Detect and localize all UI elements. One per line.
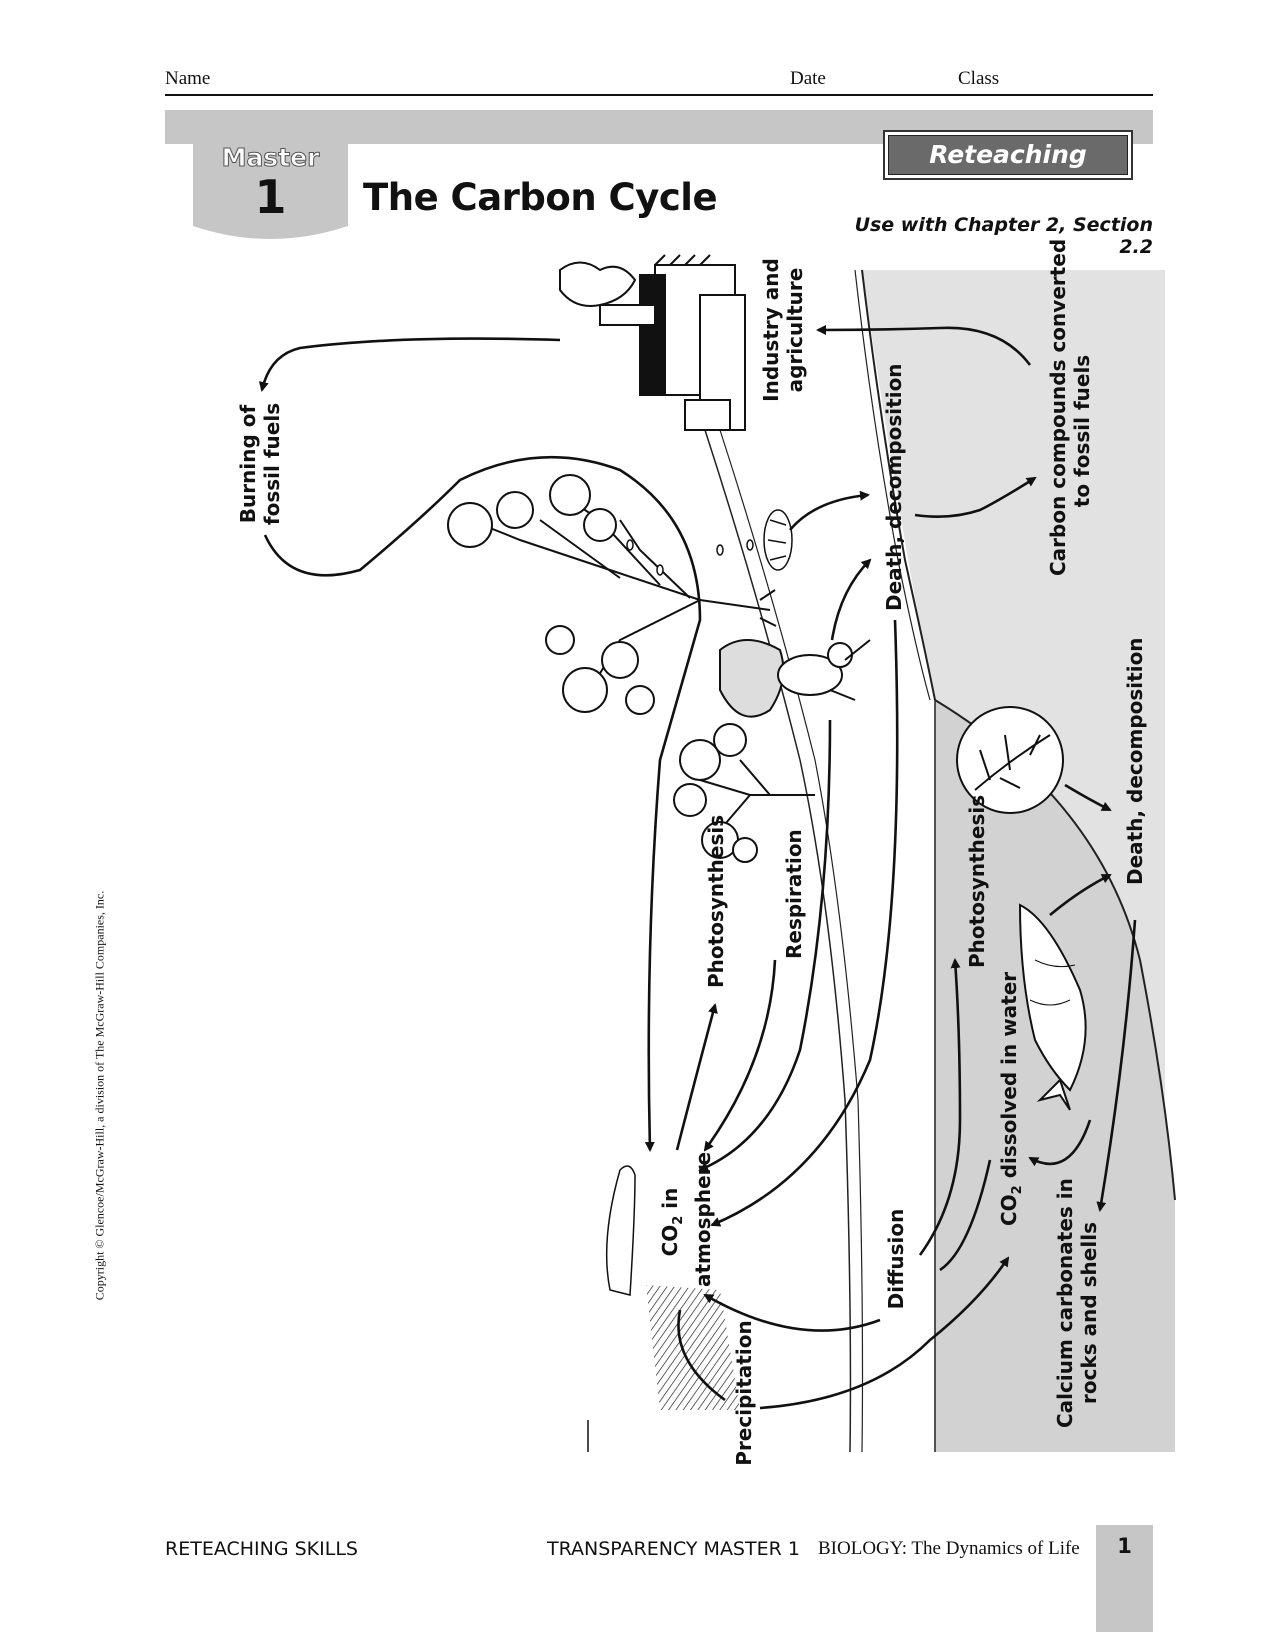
ground-line-inner <box>854 269 931 701</box>
footer-center-serif: BIOLOGY: The Dynamics of Life <box>818 1538 1080 1559</box>
master-tab <box>193 140 348 220</box>
label-photosynthesis-water: Photosynthesis <box>965 794 989 968</box>
slope-line-2 <box>719 429 864 1453</box>
label-death-decomposition-land: Death, decomposition <box>882 363 906 611</box>
name-label: Name <box>165 68 211 89</box>
page-title: The Carbon Cycle <box>363 176 718 219</box>
label-industry-agriculture: Industry and agriculture <box>759 258 807 402</box>
master-number: 1 <box>254 170 287 224</box>
page-number: 1 <box>1117 1534 1132 1558</box>
label-co2-dissolved-water: CO2 dissolved in water <box>997 971 1025 1226</box>
master-word: Master <box>221 143 320 173</box>
squirrel-drawing <box>719 639 871 718</box>
label-co2-atmosphere: CO2 in atmosphere <box>658 1151 715 1287</box>
class-label: Class <box>958 68 1000 89</box>
label-carbon-compounds-converted: Carbon compounds converted to fossil fue… <box>1046 238 1094 576</box>
subtitle: Use with Chapter 2, Section 2.2 <box>854 214 1153 258</box>
footer-page-tab <box>1096 1525 1153 1632</box>
cycle-arrows <box>258 324 1137 1410</box>
footer-center-sans: TRANSPARENCY MASTER 1 <box>547 1538 800 1560</box>
date-label: Date <box>790 68 826 89</box>
ground-line <box>861 269 936 701</box>
small-tree-drawing <box>673 723 815 863</box>
factory-drawing <box>559 254 746 431</box>
badge-text: Reteaching Skills <box>929 140 1087 207</box>
label-diffusion: Diffusion <box>884 1208 908 1310</box>
leaf-pile-drawing <box>626 509 793 576</box>
reteaching-badge: Reteaching Skills <box>883 130 1133 207</box>
label-photosynthesis-land: Photosynthesis <box>704 814 728 988</box>
label-precipitation: Precipitation <box>732 1320 756 1466</box>
cloud-rain-drawing <box>587 1165 740 1452</box>
master-tab-curve <box>193 218 348 239</box>
label-calcium-carbonates: Calcium carbonates in rocks and shells <box>1053 1178 1101 1428</box>
label-respiration: Respiration <box>782 829 806 959</box>
label-death-decomposition-water: Death, decomposition <box>1123 637 1147 885</box>
label-burning-fossil-fuels: Burning of fossil fuels <box>236 402 284 526</box>
big-tree-drawing <box>447 474 777 715</box>
ocean-region <box>935 700 1175 1452</box>
fish-drawing <box>1018 903 1087 1111</box>
header-rule <box>165 94 1153 96</box>
slope-line <box>704 429 852 1453</box>
coral-drawing <box>956 706 1064 814</box>
footer-left: RETEACHING SKILLS <box>165 1538 358 1560</box>
badge-inner: Reteaching Skills <box>888 135 1128 207</box>
